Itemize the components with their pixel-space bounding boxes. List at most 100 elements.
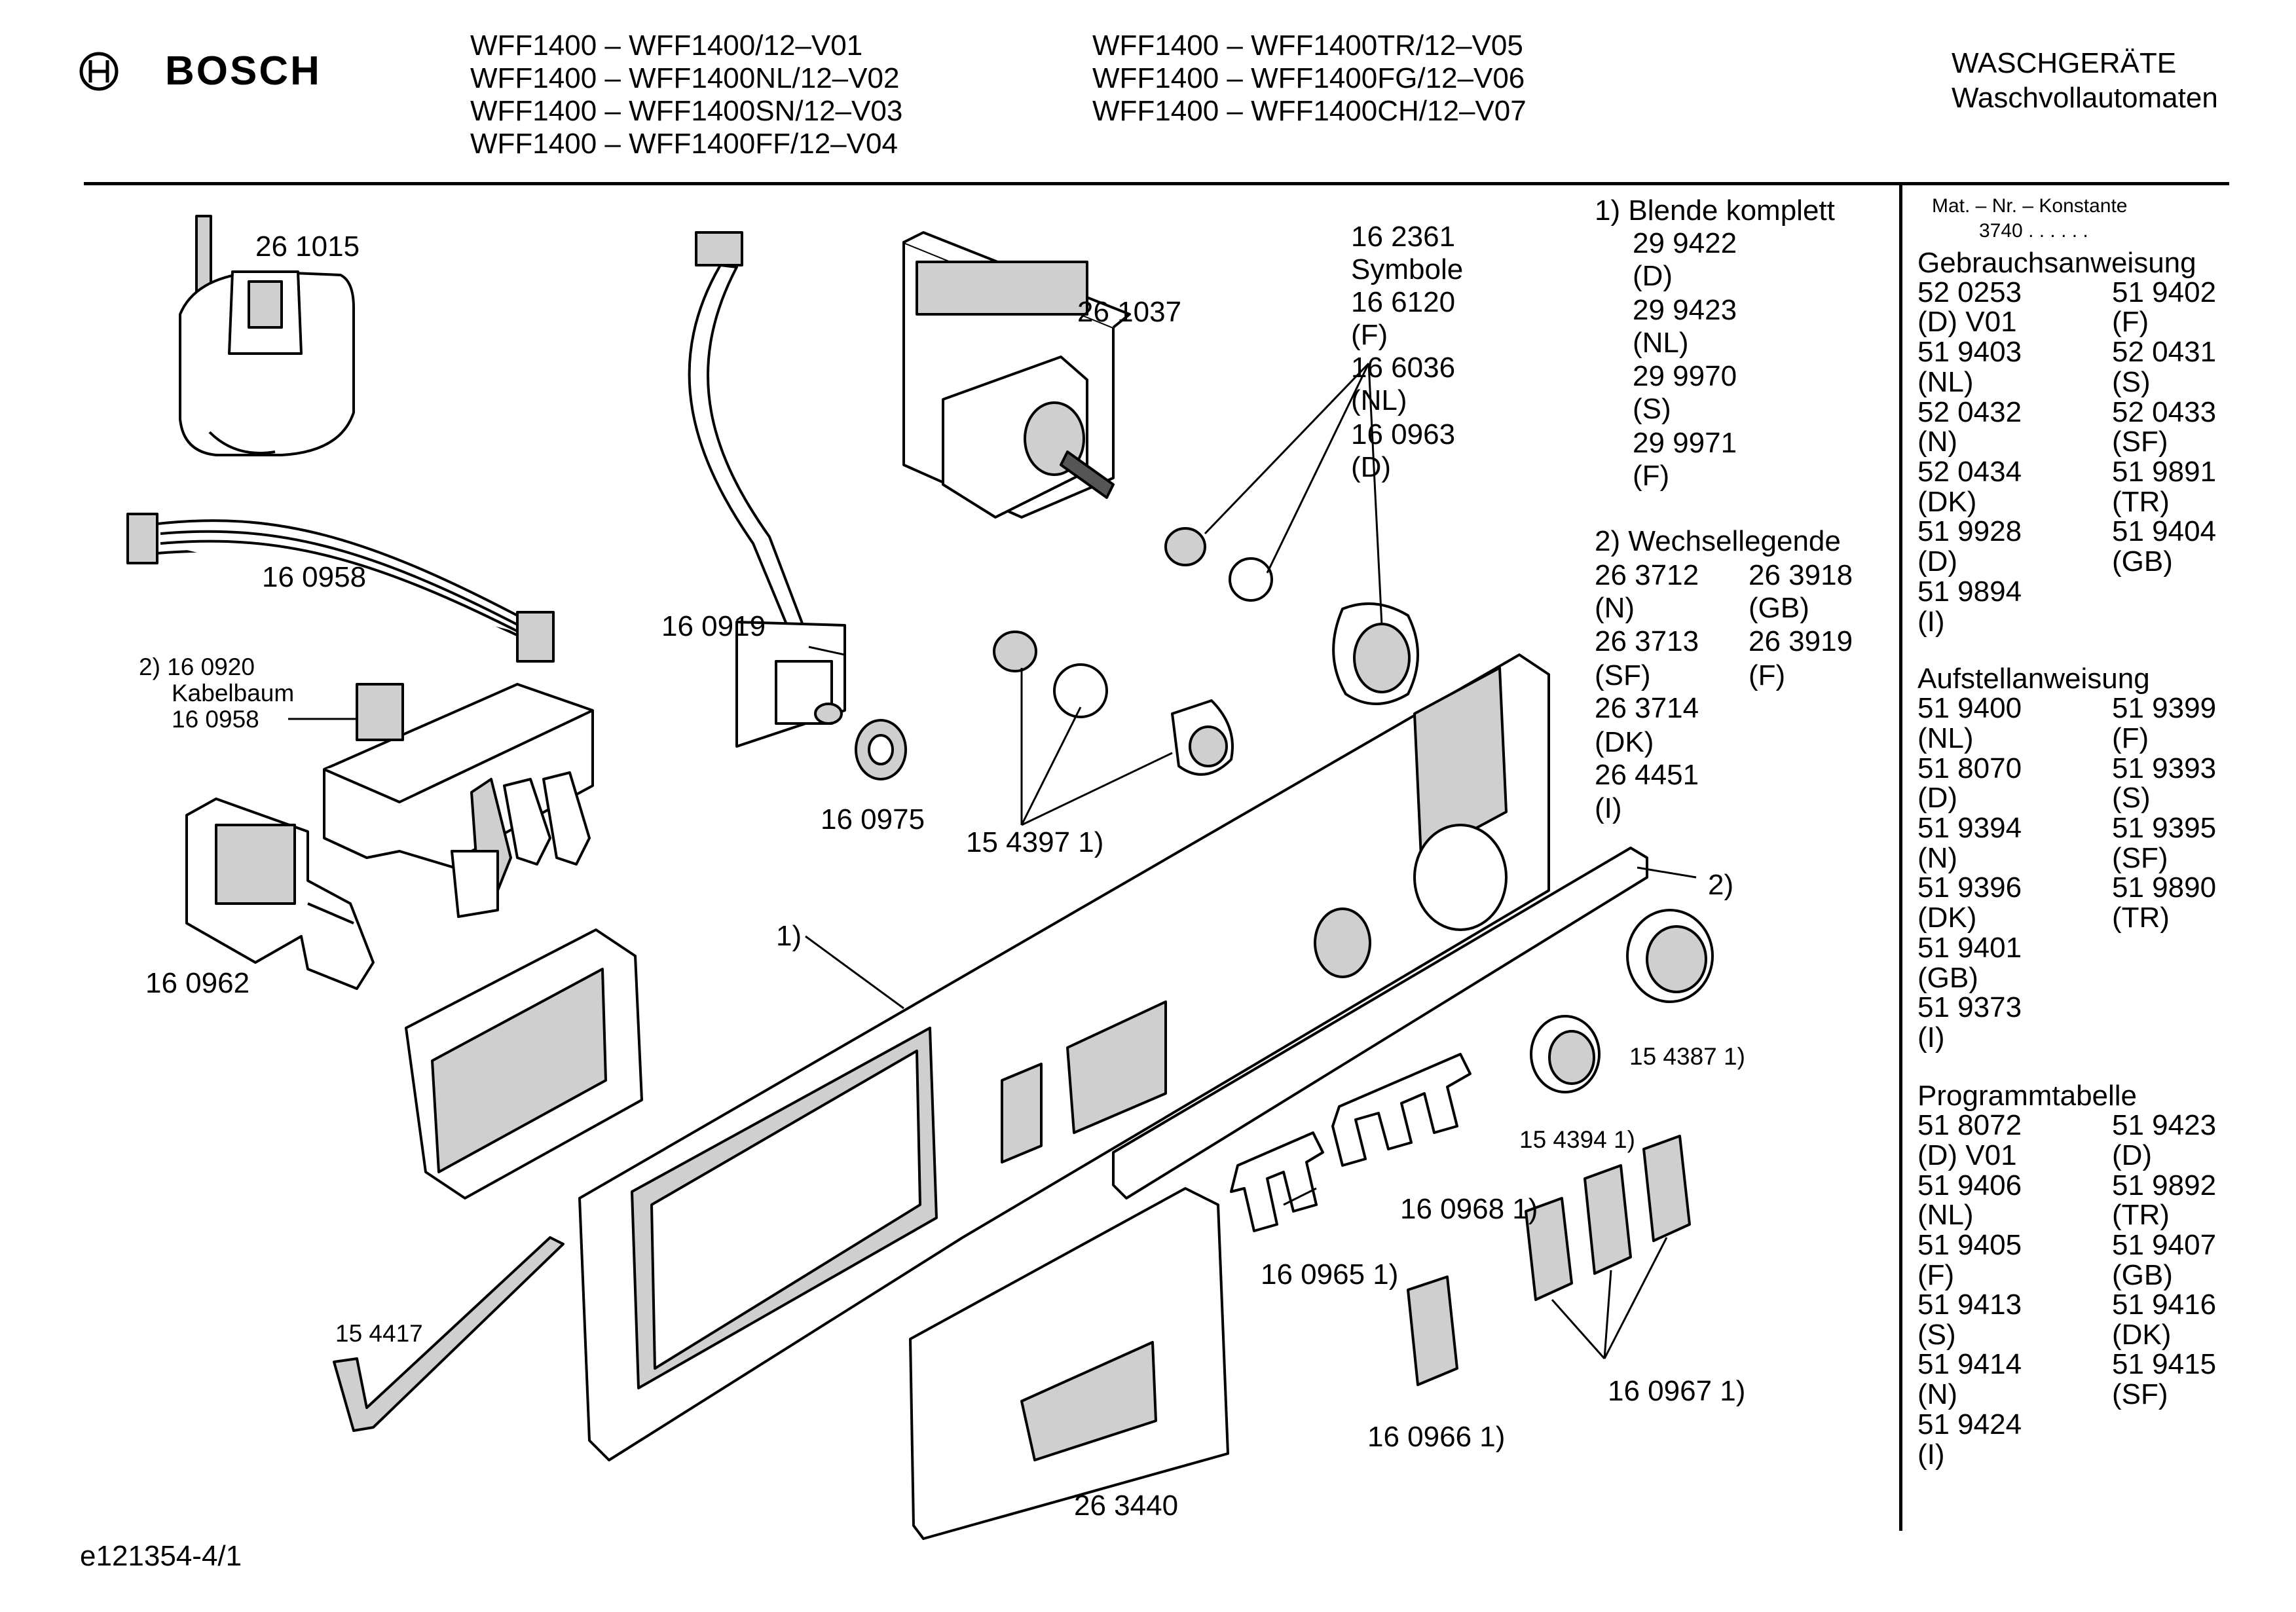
doc-entry: 51 9403 [1917,336,2022,368]
mat-nr-value: 3740 . . . . . . [1979,220,2088,242]
model-line: WFF1400 – WFF1400FF/12–V04 [470,128,898,160]
note-line: 1) Blende komplett [1595,194,1835,227]
note-line: (NL) [1633,327,1689,359]
doc-entry: 51 9396 [1917,871,2022,904]
label-160958: 16 0958 [262,561,367,593]
part-wechsellegende [1112,847,1648,1200]
doc-entry: (SF) [2112,1378,2168,1410]
label-263440: 26 3440 [1074,1490,1179,1522]
part-160958-cable [126,513,555,663]
symbol-line: (F) [1351,319,1388,351]
doc-entry: 52 0434 [1917,456,2022,488]
wechsel-line: 26 3713 [1595,625,1699,657]
part-263440-drawer-front [909,1187,1229,1540]
part-261037-timer [902,231,1131,519]
doc-entry: (TR) [2112,902,2170,934]
doc-entry: (D) V01 [1917,1139,2017,1171]
label-kabelbaum-no: 16 0958 [172,706,259,733]
doc-entry: (GB) [2112,545,2173,577]
doc-entry: 51 9894 [1917,576,2022,608]
doc-entry: 51 9928 [1917,515,2022,547]
wechsel-line: 26 4451 [1595,759,1699,791]
doc-entry: (SF) [2112,842,2168,874]
part-160975-knob [855,719,907,780]
doc-entry: (N) [1917,842,1958,874]
part-154394-knob [1530,1015,1601,1093]
wechsel-line: (N) [1595,592,1635,624]
wechsel-line: 26 3712 [1595,559,1699,591]
label-kabelbaum: Kabelbaum [172,680,295,706]
part-160968-clips [1331,1053,1472,1167]
doc-entry: (I) [1917,1438,1945,1471]
document-id: e121354-4/1 [80,1540,242,1572]
doc-entry: 51 9892 [2112,1169,2217,1201]
doc-entry: 51 9394 [1917,812,2022,844]
doc-entry: (D) V01 [1917,306,2017,338]
doc-entry: (S) [1917,1319,1956,1351]
doc-entry: (NL) [1917,366,1974,398]
programm-title: Programmtabelle [1917,1080,2138,1112]
doc-entry: (I) [1917,1021,1945,1053]
doc-entry: 51 9406 [1917,1169,2022,1201]
aufstell-title: Aufstellanweisung [1917,663,2150,695]
doc-entry: 51 9423 [2112,1109,2217,1141]
note-line: 29 9422 [1633,227,1737,259]
label-160967: 16 0967 1) [1608,1375,1746,1407]
doc-entry: (F) [2112,722,2149,754]
symbol-line: (NL) [1351,384,1407,416]
label-261037: 26 1037 [1077,296,1182,328]
label-blende-ref: 1) [776,920,802,952]
doc-entry: (DK) [2112,1319,2172,1351]
doc-entry: (TR) [2112,1199,2170,1231]
label-261015: 26 1015 [255,230,360,263]
doc-entry: (NL) [1917,1199,1974,1231]
model-line: WFF1400 – WFF1400NL/12–V02 [470,62,900,94]
doc-entry: (D) [1917,545,1958,577]
doc-entry: 51 9401 [1917,932,2022,964]
doc-entry: 51 9415 [2112,1348,2217,1380]
label-160968: 16 0968 1) [1400,1193,1538,1225]
model-line: WFF1400 – WFF1400SN/12–V03 [470,95,903,127]
doc-entry: (SF) [2112,426,2168,458]
doc-entry: 52 0431 [2112,336,2217,368]
doc-entry: 51 9399 [2112,692,2217,724]
doc-entry: (GB) [1917,962,1978,994]
label-154394: 15 4394 1) [1519,1126,1635,1153]
part-160965-clips [1230,1131,1324,1232]
label-wechsel-ref: 2) [1708,869,1734,901]
doc-entry: 51 8070 [1917,752,2022,784]
header-rule [84,182,2229,185]
note-line: (F) [1633,460,1670,492]
label-160962: 16 0962 [145,967,250,999]
doc-entry: 51 9424 [1917,1408,2022,1440]
doc-entry: 52 0432 [1917,396,2022,428]
doc-entry: (F) [1917,1259,1955,1291]
doc-entry: (I) [1917,606,1945,638]
doc-entry: (S) [2112,782,2151,814]
wechsel-line: 26 3714 [1595,692,1699,724]
part-154417-rod [333,1236,565,1432]
doc-entry: (D) [2112,1139,2153,1171]
doc-entry: 51 9373 [1917,991,2022,1023]
doc-entry: (N) [1917,426,1958,458]
label-160975: 16 0975 [821,803,925,835]
wechsel-line: 26 3918 [1749,559,1853,591]
doc-entry: 51 9414 [1917,1348,2022,1380]
wechsel-line: 26 3919 [1749,625,1853,657]
doc-entry: (D) [1917,782,1958,814]
note-line: 29 9423 [1633,294,1737,326]
wechsel-line: (SF) [1595,659,1651,691]
doc-entry: 51 9393 [2112,752,2217,784]
bosch-armature-icon [79,52,119,91]
wechsel-title: 2) Wechsellegende [1595,525,1841,557]
symbol-line: Symbole [1351,253,1464,285]
part-160966-button [1407,1275,1458,1386]
doc-entry: 51 9405 [1917,1229,2022,1261]
doc-entry: 51 9400 [1917,692,2022,724]
label-160920: 2) 16 0920 [139,653,255,680]
sidebar-divider [1899,185,1902,1531]
part-160967-buttons [1525,1135,1691,1301]
part-154387-knob [1626,909,1714,1003]
part-drawer-insert [405,928,643,1200]
